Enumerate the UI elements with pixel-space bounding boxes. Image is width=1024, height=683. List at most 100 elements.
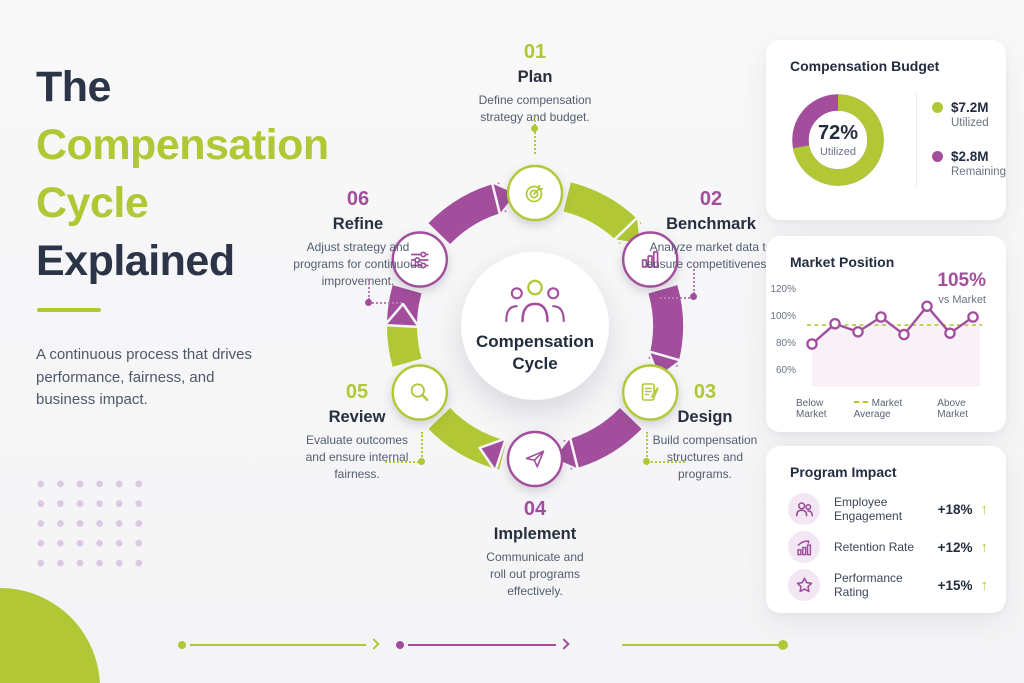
step-refine: 06 Refine Adjust strategy and programs f… <box>268 188 448 290</box>
impact-row-retention: Retention Rate +12% ↑ <box>788 528 988 566</box>
step-number: 03 <box>693 381 717 403</box>
utilized-swatch <box>932 102 943 113</box>
people-icon <box>788 493 820 525</box>
impact-rows: Employee Engagement +18% ↑ Retention Rat… <box>788 490 988 604</box>
step-name: Refine <box>332 215 384 233</box>
step-plan: 01 Plan Define compensation strategy and… <box>445 41 625 126</box>
step-description: Communicate and roll out programs effect… <box>486 550 584 598</box>
market-x-labels: Below Market Market Average Above Market <box>796 398 996 420</box>
y-tick-label: 100% <box>770 311 796 322</box>
y-tick-label: 60% <box>775 365 796 376</box>
intro-block: The Compensation Cycle Explained <box>36 58 366 290</box>
cycle-ring <box>383 164 684 488</box>
average-line-swatch <box>853 400 868 403</box>
design-connector-h <box>651 461 685 463</box>
timeline-dot-3 <box>778 640 788 650</box>
people-group-icon <box>505 279 565 323</box>
impact-card-title: Program Impact <box>790 464 897 480</box>
market-card-title: Market Position <box>790 254 895 270</box>
review-connector-h <box>385 461 419 463</box>
up-arrow-icon: ↑ <box>980 538 989 556</box>
cycle-center: Compensation Cycle <box>461 252 609 400</box>
timeline-line-1 <box>190 644 366 646</box>
impact-row-engagement: Employee Engagement +18% ↑ <box>788 490 988 528</box>
legend-item-utilized: $7.2M Utilized <box>932 100 1006 129</box>
step-name: Implement <box>493 525 577 543</box>
benchmark-connector <box>693 262 695 294</box>
donut-svg <box>792 94 884 186</box>
refine-connector-dot <box>365 299 372 306</box>
plan-connector <box>534 116 536 154</box>
step-design: 03 Design Build compensation structures … <box>630 381 780 483</box>
market-headline: 105% <box>937 270 986 291</box>
step-number: 01 <box>523 41 547 63</box>
step-review: 05 Review Evaluate outcomes and ensure i… <box>282 381 432 483</box>
step-description: Evaluate outcomes and ensure internal fa… <box>305 433 409 481</box>
market-headline-sub: vs Market <box>938 294 986 306</box>
refine-connector <box>368 280 370 300</box>
target-icon <box>525 184 544 203</box>
design-node <box>622 364 679 421</box>
compensation-budget-card: Compensation Budget 72% Utilized $7.2M U… <box>766 40 1006 220</box>
step-name: Plan <box>517 68 553 86</box>
step-benchmark: 02 Benchmark Analyze market data to ensu… <box>621 188 801 273</box>
bar-chart-icon <box>641 251 659 268</box>
donut-center-label: 72% Utilized <box>817 122 859 158</box>
timeline-line-2 <box>408 644 556 646</box>
step-name: Design <box>677 408 733 426</box>
step-description: Adjust strategy and programs for continu… <box>293 240 423 288</box>
benchmark-node <box>622 231 679 288</box>
remaining-swatch <box>932 151 943 162</box>
timeline-chevron-2 <box>558 638 570 650</box>
review-connector-dot <box>418 458 425 465</box>
y-tick-label: 80% <box>775 338 796 349</box>
timeline-chevron-1 <box>368 638 380 650</box>
legend-item-remaining: $2.8M Remaining <box>932 149 1006 178</box>
title-line-3: Cycle <box>36 179 149 227</box>
dots-pattern <box>31 474 149 574</box>
step-description: Analyze market data to ensure competitiv… <box>646 240 776 271</box>
paper-plane-icon <box>525 450 545 468</box>
market-position-card: Market Position 105% vs Market 120% 100% 8… <box>766 236 1006 432</box>
up-arrow-icon: ↑ <box>980 500 989 518</box>
benchmark-connector-h <box>660 297 690 299</box>
step-number: 05 <box>345 381 369 403</box>
donut-utilized-arc <box>792 94 884 186</box>
step-implement: 04 Implement Communicate and roll out pr… <box>455 498 615 600</box>
title-line-2: Compensation <box>36 121 329 169</box>
step-name: Benchmark <box>666 215 756 233</box>
page-subtitle: A continuous process that drives perform… <box>36 346 252 408</box>
cycle-center-label: Compensation Cycle <box>475 332 595 373</box>
benchmark-connector-dot <box>690 293 697 300</box>
impact-row-performance: Performance Rating +15% ↑ <box>788 566 988 604</box>
timeline-dot-2 <box>396 641 404 649</box>
program-impact-card: Program Impact Employee Engagement +18% … <box>766 446 1006 613</box>
x-label-average: Market Average <box>853 398 903 420</box>
review-node <box>391 364 449 421</box>
review-connector <box>421 432 423 460</box>
timeline-line-3 <box>622 644 780 646</box>
y-tick-label: 120% <box>770 284 796 295</box>
market-line-chart <box>806 300 982 387</box>
title-divider <box>37 308 101 312</box>
design-connector <box>646 432 648 460</box>
step-number: 06 <box>346 188 370 210</box>
chart-growth-icon <box>788 531 820 563</box>
budget-legend: $7.2M Utilized $2.8M Remaining <box>932 100 1006 178</box>
timeline-dot-1 <box>178 641 186 649</box>
corner-blob <box>0 588 100 683</box>
title-line-1: The <box>36 63 111 111</box>
step-number: 02 <box>699 188 723 210</box>
step-name: Review <box>328 408 386 426</box>
title-line-4: Explained <box>36 237 235 285</box>
step-number: 04 <box>523 498 547 520</box>
x-label-above: Above Market <box>937 398 968 420</box>
legend-divider <box>916 92 917 188</box>
document-pencil-icon <box>641 383 659 401</box>
star-icon <box>788 569 820 601</box>
up-arrow-icon: ↑ <box>980 576 989 594</box>
page-title: The Compensation Cycle Explained <box>36 58 366 290</box>
budget-donut-chart: 72% Utilized <box>786 88 890 192</box>
ring-nodes <box>391 164 679 488</box>
